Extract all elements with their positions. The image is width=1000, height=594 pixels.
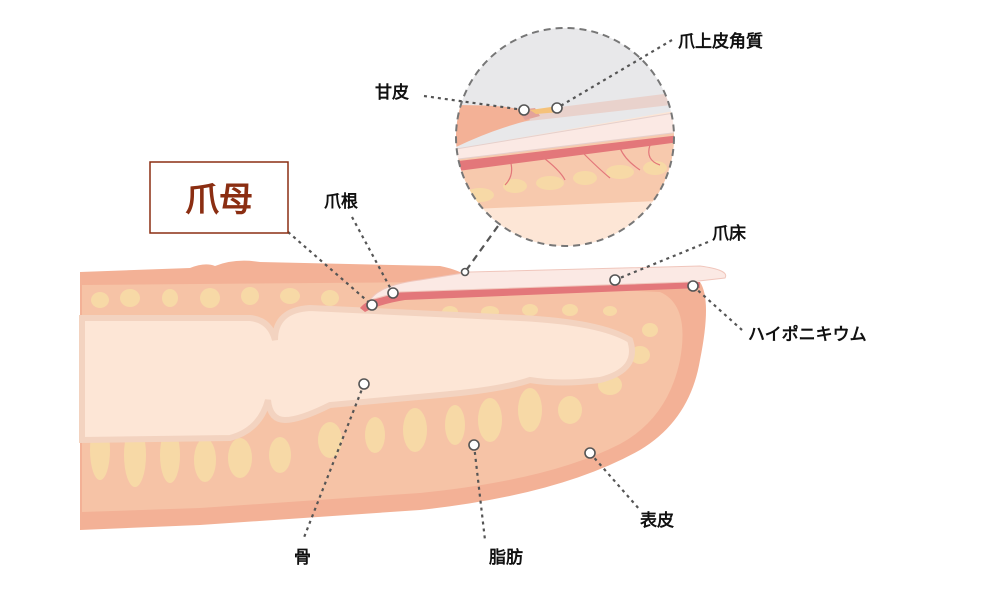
bone	[79, 304, 635, 444]
nail	[360, 265, 727, 312]
marker-epidermis	[584, 447, 596, 459]
matrix-title: 爪母	[185, 180, 253, 220]
marker-fat	[468, 439, 480, 451]
finger	[79, 260, 706, 530]
leader-nail-root	[351, 216, 394, 294]
marker-hyponychium	[687, 280, 699, 292]
marker-matrix	[366, 299, 378, 311]
magnified-view	[456, 28, 674, 246]
leader-cuticle	[423, 94, 525, 112]
nail-plate	[368, 265, 727, 301]
label-nail-bed: 爪床	[712, 223, 747, 244]
marker-nail-root	[387, 287, 399, 299]
leader-nail-bed	[614, 240, 709, 282]
marker-nail-bed	[609, 274, 621, 286]
label-epidermis: 表皮	[640, 510, 674, 531]
marker-cuticle-keratin	[551, 102, 563, 114]
fat-tissue	[90, 287, 658, 487]
label-cuticle-keratin: 爪上皮角質	[678, 31, 763, 52]
label-hyponychium: ハイポニキウム	[748, 324, 867, 345]
marker-bone	[358, 378, 370, 390]
leader-fat	[472, 444, 487, 541]
leader-matrix	[287, 231, 373, 306]
label-nail-root: 爪根	[324, 191, 358, 212]
nail-bed	[360, 282, 700, 312]
marker-cuticle	[518, 104, 530, 116]
magnifier-circle	[455, 27, 675, 247]
label-bone: 骨	[294, 548, 311, 568]
label-fat: 脂肪	[489, 547, 523, 568]
label-cuticle: 甘皮	[375, 82, 409, 103]
magnifier-anchor-dot	[460, 267, 470, 277]
matrix-title-box	[149, 161, 289, 234]
leader-epidermis	[589, 452, 641, 511]
leader-cuticle-keratin	[556, 39, 673, 109]
magnifier-leader	[464, 225, 499, 273]
